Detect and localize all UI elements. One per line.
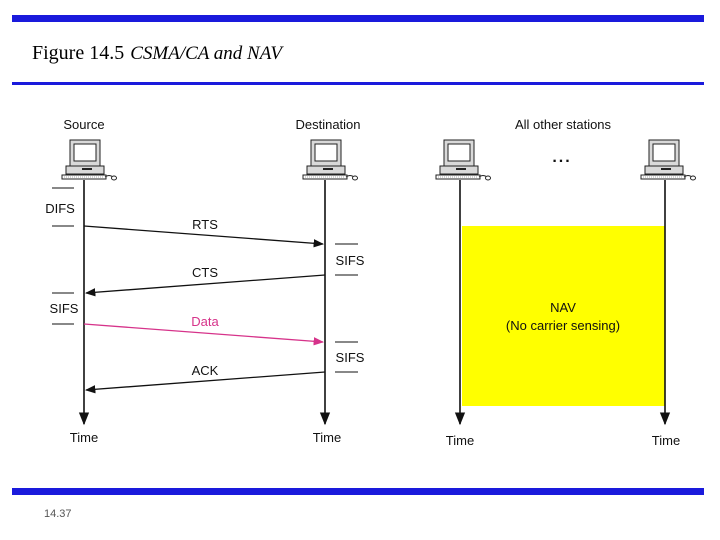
cts-arrow [84, 274, 326, 297]
other-station-2-time-label: Time [652, 433, 680, 448]
title-divider [12, 82, 704, 85]
sifs-source-label: SIFS [50, 301, 79, 316]
source-time-label: Time [70, 430, 98, 445]
nav-label: NAV [550, 300, 576, 315]
sifs-dest-2-label: SIFS [336, 350, 365, 365]
destination-computer-icon [302, 139, 358, 181]
cts-label: CTS [192, 265, 218, 280]
page-number: 14.37 [44, 508, 72, 520]
ack-label: ACK [192, 363, 219, 378]
difs-label: DIFS [45, 201, 75, 216]
other-station-2-computer-icon [640, 139, 696, 181]
other-station-1-time-label: Time [446, 433, 474, 448]
nav-region [462, 226, 665, 406]
figure-caption: CSMA/CA and NAV [130, 43, 282, 64]
nav-sublabel: (No carrier sensing) [506, 318, 620, 333]
rts-label: RTS [192, 217, 218, 232]
other-station-1-computer-icon [435, 139, 491, 181]
destination-label: Destination [295, 117, 360, 132]
source-computer-icon [61, 139, 117, 181]
other-stations-ellipsis: ... [552, 149, 571, 166]
top-accent-bar [12, 15, 704, 22]
ack-arrow [84, 371, 326, 394]
rts-arrow [83, 225, 325, 248]
other-stations-label: All other stations [515, 117, 612, 132]
data-label: Data [191, 314, 219, 329]
data-arrow [83, 323, 325, 346]
source-label: Source [63, 117, 104, 132]
sifs-dest-1-label: SIFS [336, 253, 365, 268]
bottom-accent-bar [12, 488, 704, 495]
figure-number: Figure 14.5 [32, 42, 125, 64]
destination-time-label: Time [313, 430, 341, 445]
